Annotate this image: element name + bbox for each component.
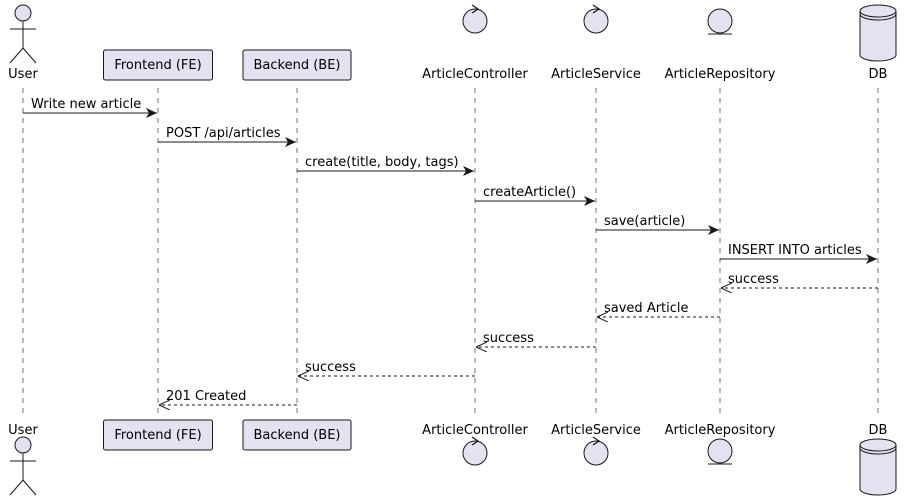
message-label: success (305, 360, 356, 375)
message-arrow: save(article) (596, 214, 719, 235)
participant-db-bottom: DB (859, 423, 897, 496)
participant-user-top: User (8, 4, 38, 82)
message-label: saved Article (604, 301, 689, 316)
participant-box (242, 419, 352, 451)
participant-label: User (8, 423, 38, 438)
control-icon (583, 4, 609, 34)
message-label: createArticle() (483, 185, 576, 200)
participant-ctrl-bottom: ArticleController (422, 423, 528, 466)
message-return-arrow: success (721, 272, 878, 288)
message-arrow: INSERT INTO articles (720, 243, 877, 264)
participant-box (103, 49, 213, 81)
participant-fe-bottom: Frontend (FE) (103, 419, 213, 451)
actor-icon (9, 4, 37, 64)
message-return-arrow: success (298, 360, 475, 376)
actor-icon (9, 436, 37, 496)
message-return-arrow: success (476, 331, 596, 347)
participant-label: ArticleService (551, 423, 641, 438)
message-label: INSERT INTO articles (728, 243, 862, 258)
participant-svc-bottom: ArticleService (551, 423, 641, 466)
message-label: create(title, body, tags) (305, 155, 459, 170)
message-label: success (728, 272, 779, 287)
message-label: save(article) (604, 214, 685, 229)
participant-repo-top: ArticleRepository (665, 8, 776, 82)
participant-label: Frontend (FE) (114, 428, 201, 443)
participant-svc-top: ArticleService (551, 4, 641, 82)
participant-label: ArticleRepository (665, 67, 776, 82)
message-return-arrow: saved Article (597, 301, 720, 317)
participant-user-bottom: User (8, 423, 38, 496)
message-label: POST /api/articles (166, 126, 281, 141)
participant-label: Backend (BE) (254, 58, 341, 73)
participant-label: ArticleController (422, 423, 528, 438)
participant-db-top: DB (859, 4, 897, 82)
participant-be-top: Backend (BE) (242, 49, 352, 81)
control-icon (462, 436, 488, 466)
database-icon (859, 4, 897, 62)
message-arrow: createArticle() (475, 185, 595, 206)
message-return-arrow: 201 Created (159, 389, 297, 405)
participant-repo-bottom: ArticleRepository (665, 423, 776, 465)
participant-label: Frontend (FE) (114, 58, 201, 73)
message-label: 201 Created (166, 389, 246, 404)
message-label: success (483, 331, 534, 346)
participant-box (242, 49, 352, 81)
control-icon (462, 4, 488, 34)
message-arrow: POST /api/articles (158, 126, 296, 147)
message-label: Write new article (31, 97, 141, 112)
control-icon (583, 436, 609, 466)
participant-label: DB (869, 67, 888, 82)
participant-label: ArticleController (422, 67, 528, 82)
entity-icon (707, 8, 733, 35)
participant-label: ArticleRepository (665, 423, 776, 438)
participant-label: User (8, 67, 38, 82)
participant-fe-top: Frontend (FE) (103, 49, 213, 81)
participant-box (103, 419, 213, 451)
participant-ctrl-top: ArticleController (422, 4, 528, 82)
participant-be-bottom: Backend (BE) (242, 419, 352, 451)
message-arrow: Write new article (23, 97, 157, 118)
entity-icon (707, 438, 733, 465)
participant-label: DB (869, 423, 888, 438)
message-arrow: create(title, body, tags) (297, 155, 474, 176)
participant-label: ArticleService (551, 67, 641, 82)
database-icon (859, 438, 897, 496)
participant-label: Backend (BE) (254, 428, 341, 443)
